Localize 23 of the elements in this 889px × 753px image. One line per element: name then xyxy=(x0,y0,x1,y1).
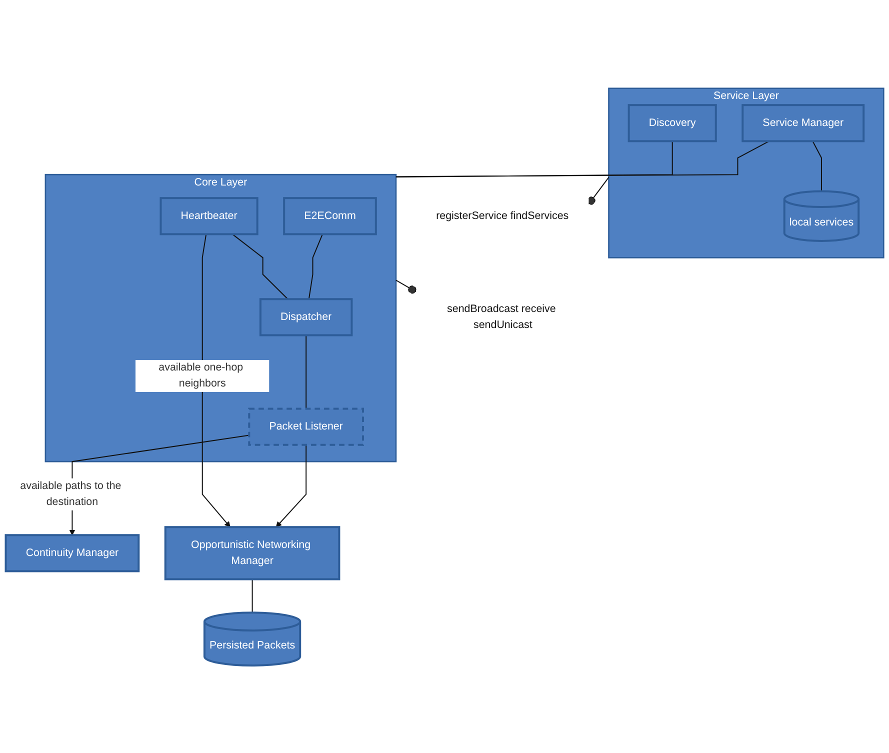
arrow xyxy=(276,444,307,527)
connector xyxy=(396,140,770,177)
node-box: Service Manager xyxy=(742,104,865,142)
connector xyxy=(587,176,610,204)
edge-label: available paths to the destination xyxy=(20,480,122,508)
node-box: Heartbeater xyxy=(160,196,258,235)
node-box: Packet Listener xyxy=(248,407,364,446)
connector xyxy=(306,334,307,408)
edge-label: available one-hop neighbors xyxy=(158,362,244,389)
node-box: E2EComm xyxy=(283,196,377,235)
node-box: Discovery xyxy=(628,104,717,142)
connector xyxy=(396,279,416,294)
node-text: sendBroadcast receive sendUnicast xyxy=(447,302,556,330)
connector xyxy=(232,233,288,300)
connector xyxy=(812,140,822,191)
connector xyxy=(308,234,323,299)
arrow xyxy=(202,234,230,527)
node-box: Opportunistic Networking Manager xyxy=(164,526,340,580)
node-text: registerService findServices xyxy=(436,210,569,222)
connector xyxy=(396,140,673,178)
node-box: Continuity Manager xyxy=(4,534,140,572)
connector xyxy=(252,578,253,612)
node-box: Dispatcher xyxy=(259,298,353,336)
